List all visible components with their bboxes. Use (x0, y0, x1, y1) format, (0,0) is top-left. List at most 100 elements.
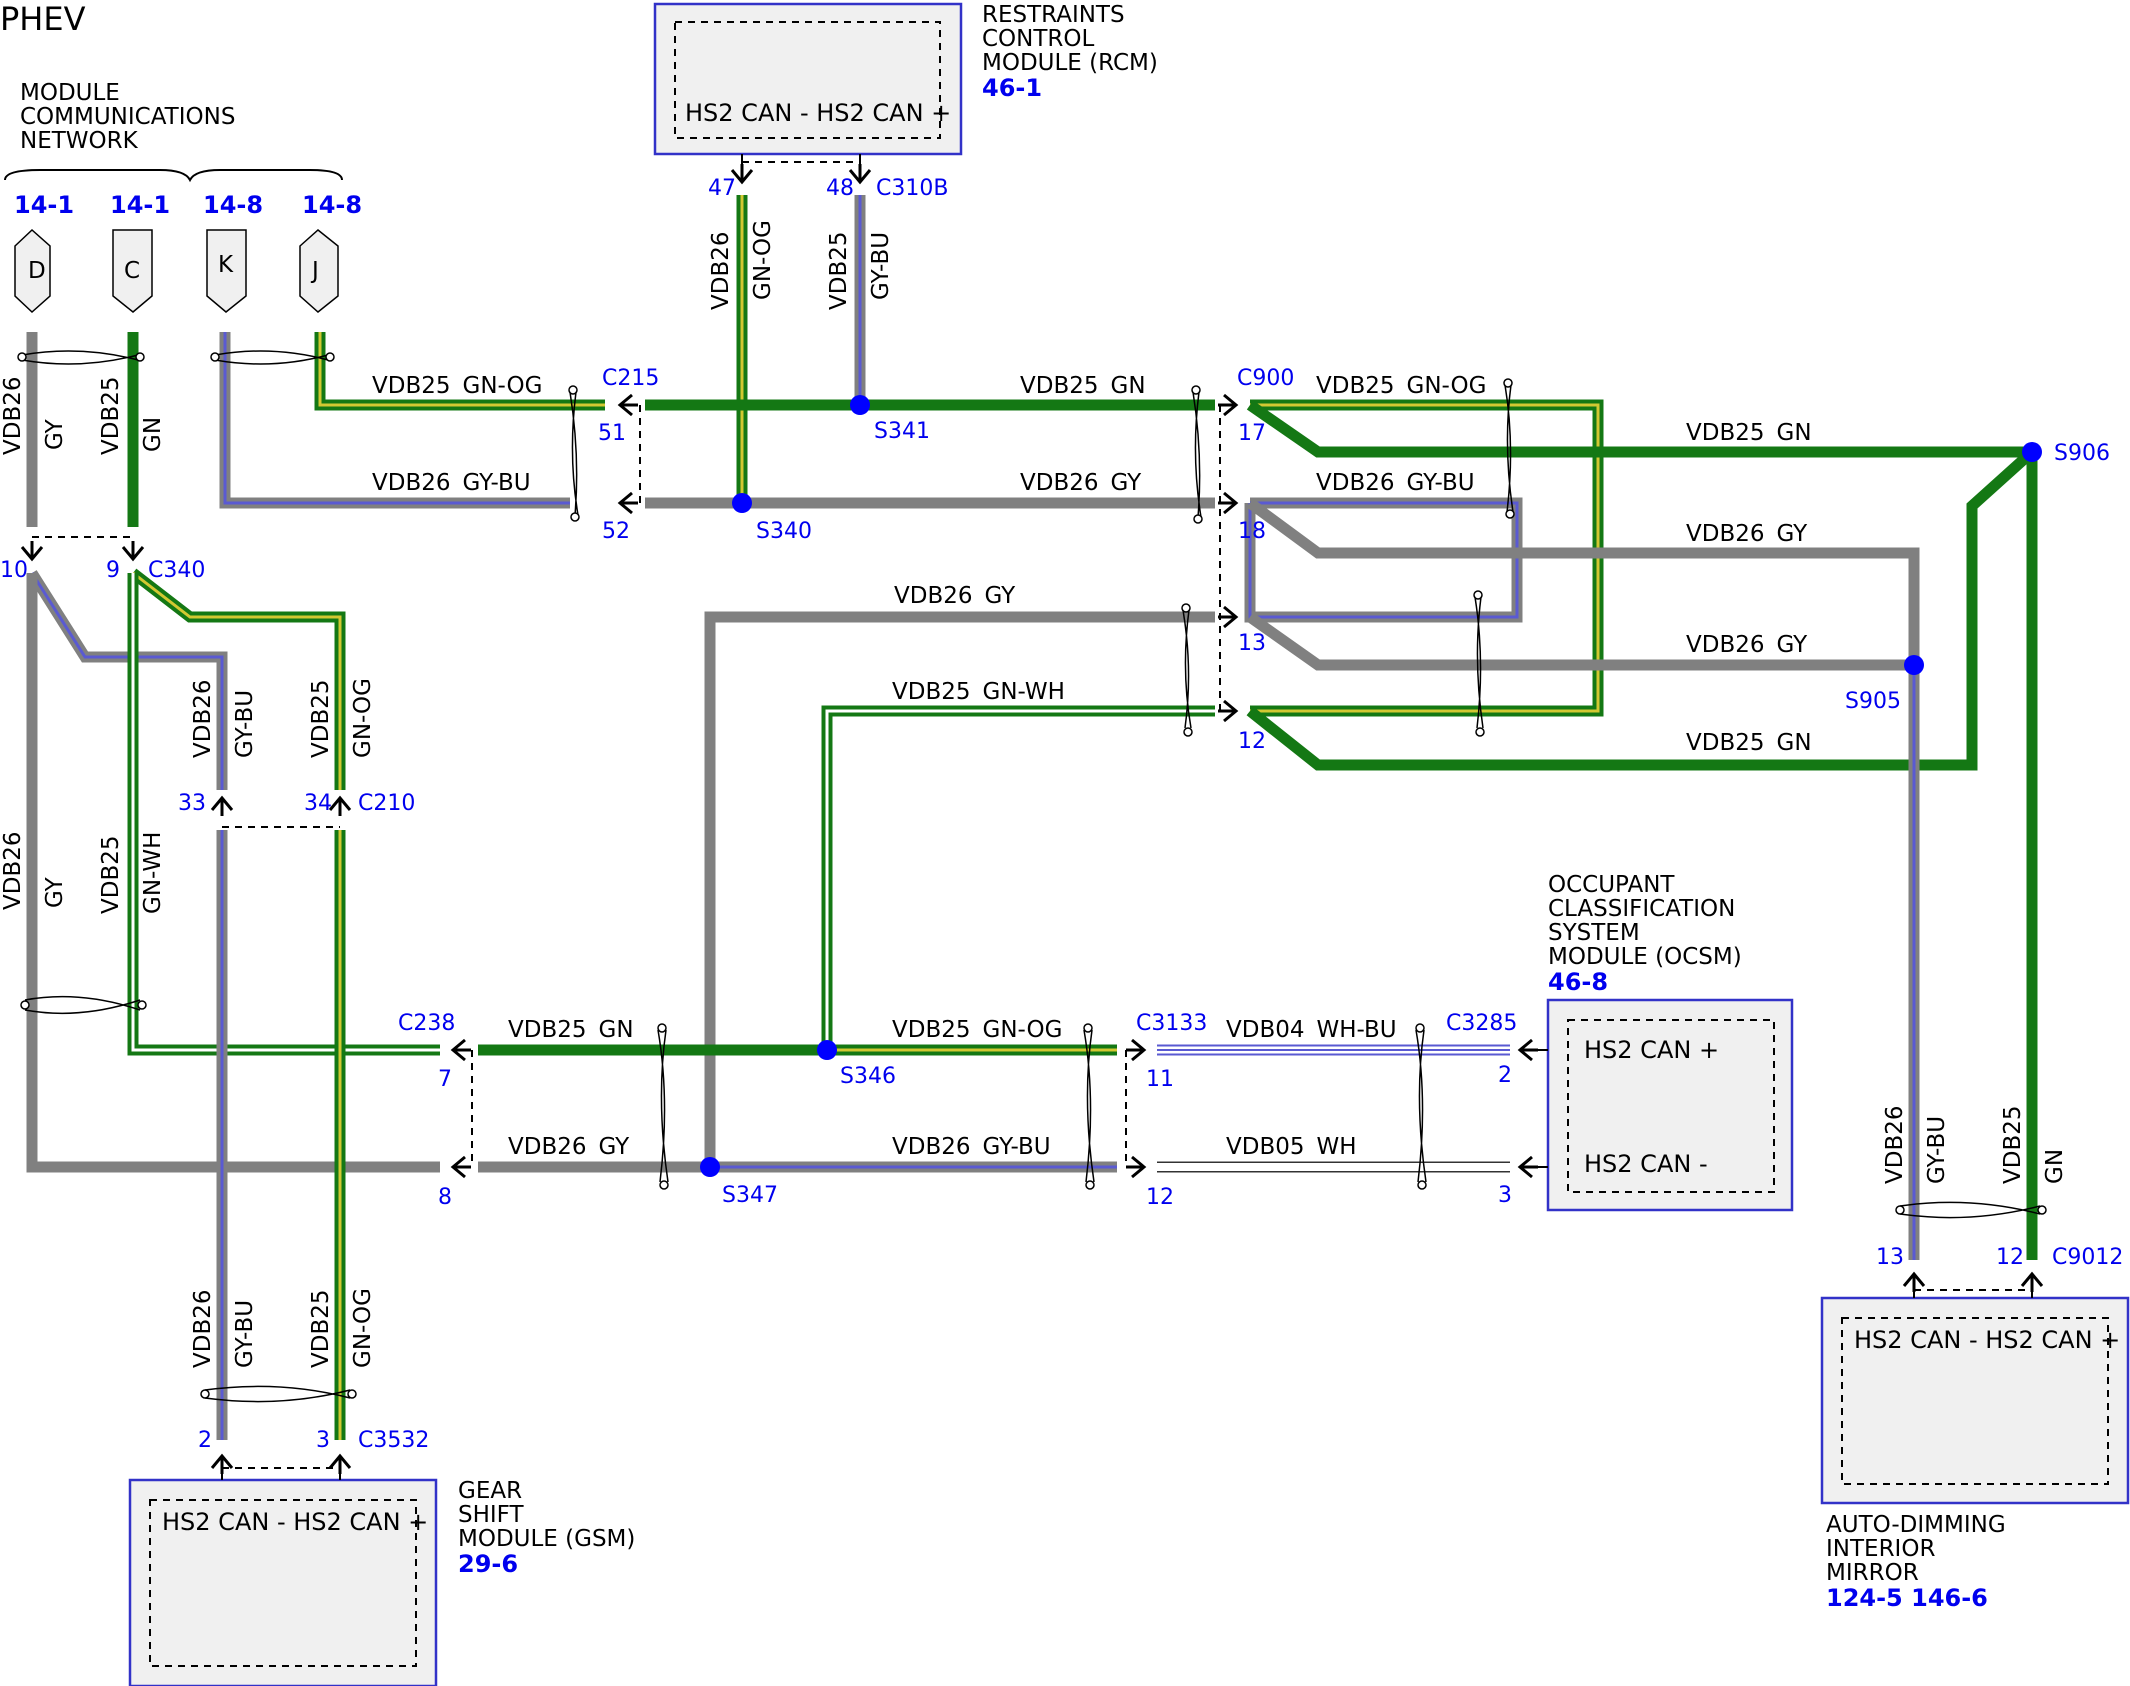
pin-9: 9 (106, 558, 120, 583)
wire-c900-12-gn (1246, 447, 2036, 771)
network-ref-2[interactable]: 14-1 (110, 191, 170, 219)
pin-2-gsm: 2 (198, 1428, 212, 1453)
network-tag-k (206, 229, 247, 313)
twist-c900-in-2 (1181, 603, 1193, 737)
splice-label-s346: S346 (840, 1064, 896, 1089)
svg-text:GN-WH: GN-WH (140, 832, 166, 914)
gsm-pins: HS2 CAN - HS2 CAN + (162, 1508, 428, 1536)
rcm-name-line1: RESTRAINTS (982, 2, 1125, 28)
ocsm-name-line3: SYSTEM (1548, 920, 1640, 946)
svg-text:VDB26: VDB26 (190, 1290, 216, 1369)
svg-text:VDB25: VDB25 (2000, 1106, 2026, 1185)
svg-text:VDB25: VDB25 (308, 680, 334, 759)
pin-12-mirror: 12 (1996, 1245, 2024, 1270)
gsm-ref[interactable]: 29-6 (458, 1550, 518, 1578)
mirror-ref[interactable]: 124-5 146-6 (1826, 1584, 1988, 1612)
pin-12-c3133: 12 (1146, 1185, 1174, 1210)
twist-c3285 (1415, 1023, 1427, 1190)
svg-text:GN: GN (140, 417, 166, 452)
wire-c900-18-gy-bu-loop (1244, 497, 1523, 623)
mirror-name-line1: AUTO-DIMMING (1826, 1512, 2006, 1538)
pin-13-mirror: 13 (1876, 1245, 1904, 1270)
connector-c340: C340 (148, 558, 205, 583)
ocsm-ref[interactable]: 46-8 (1548, 968, 1608, 996)
splice-s347 (700, 1157, 720, 1177)
module-ocsm[interactable]: HS2 CAN + HS2 CAN - (1546, 998, 1794, 1212)
svg-text:GY: GY (42, 876, 68, 908)
svg-text:GN-OG: GN-OG (350, 1288, 376, 1368)
splice-s341 (850, 395, 870, 415)
svg-text:VDB25: VDB25 (98, 377, 124, 456)
network-ref-3[interactable]: 14-8 (203, 191, 263, 219)
twist-c900-in (1191, 385, 1203, 524)
pin-12: 12 (1238, 729, 1266, 754)
splice-label-s341: S341 (874, 419, 930, 444)
network-ref-4[interactable]: 14-8 (302, 191, 362, 219)
splice-s346 (817, 1040, 837, 1060)
network-label-line1: MODULE (20, 80, 120, 106)
wire-k-gy-bu (219, 332, 570, 509)
twist-c340-down (20, 995, 147, 1015)
svg-text:GY-BU: GY-BU (232, 1300, 258, 1368)
mirror-pins: HS2 CAN - HS2 CAN + (1854, 1326, 2120, 1354)
splice-label-s906: S906 (2054, 441, 2110, 466)
twist-c215 (568, 385, 580, 522)
splice-label-s905: S905 (1845, 689, 1901, 714)
network-label-line3: NETWORK (20, 128, 139, 154)
svg-text:GN-OG: GN-OG (750, 220, 776, 300)
network-letter-c: C (124, 258, 140, 284)
svg-text:GN-OG: GN-OG (350, 678, 376, 758)
connector-c900: C900 (1237, 366, 1294, 391)
connector-c9012: C9012 (2052, 1245, 2123, 1270)
network-letter-j: J (310, 258, 319, 284)
gsm-name-line3: MODULE (GSM) (458, 1526, 635, 1552)
splice-s905 (1904, 655, 1924, 675)
pin-33: 33 (178, 791, 206, 816)
terminal-arrows (20, 154, 2044, 1480)
module-gsm[interactable]: HS2 CAN - HS2 CAN + (128, 1478, 438, 1686)
svg-text:VDB26: VDB26 (0, 832, 26, 911)
rcm-pins: HS2 CAN - HS2 CAN + (685, 99, 951, 127)
network-tag-d (14, 228, 51, 314)
page-title: PHEV (0, 0, 86, 38)
svg-text:VDB25: VDB25 (308, 1290, 334, 1369)
wire-labels-vertical: VDB26 GY VDB25 GN VDB26 GN-OG VDB25 GY-B… (0, 220, 2068, 1368)
network-tag-j (299, 229, 339, 313)
pin-11: 11 (1146, 1067, 1174, 1092)
twist-c238 (657, 1023, 669, 1190)
svg-text:VDB26: VDB26 (190, 680, 216, 759)
module-mirror[interactable]: HS2 CAN - HS2 CAN + (1820, 1296, 2130, 1505)
pin-48: 48 (826, 176, 854, 201)
network-header: MODULE COMMUNICATIONS NETWORK 14-1 14-1 … (4, 80, 362, 314)
module-rcm[interactable]: HS2 CAN - HS2 CAN + (653, 2, 963, 156)
svg-text:GY-BU: GY-BU (868, 232, 894, 300)
pin-8: 8 (438, 1185, 452, 1210)
network-tag-c (112, 229, 153, 313)
mirror-name-line2: INTERIOR (1826, 1536, 1935, 1562)
splice-label-s340: S340 (756, 519, 812, 544)
ocsm-name-line1: OCCUPANT (1548, 872, 1675, 898)
twist-top-left-2 (210, 350, 335, 365)
pin-3-c3285: 3 (1498, 1183, 1512, 1208)
network-letter-d: D (28, 258, 46, 284)
connector-c215: C215 (602, 366, 659, 391)
rcm-ref[interactable]: 46-1 (982, 74, 1042, 102)
network-ref-1[interactable]: 14-1 (14, 191, 74, 219)
pin-7: 7 (438, 1067, 452, 1092)
svg-text:VDB25: VDB25 (98, 836, 124, 915)
pin-34: 34 (304, 791, 332, 816)
ocsm-pin-minus: HS2 CAN - (1584, 1150, 1708, 1178)
twist-c3133 (1083, 1023, 1095, 1190)
gsm-name-line1: GEAR (458, 1478, 522, 1504)
